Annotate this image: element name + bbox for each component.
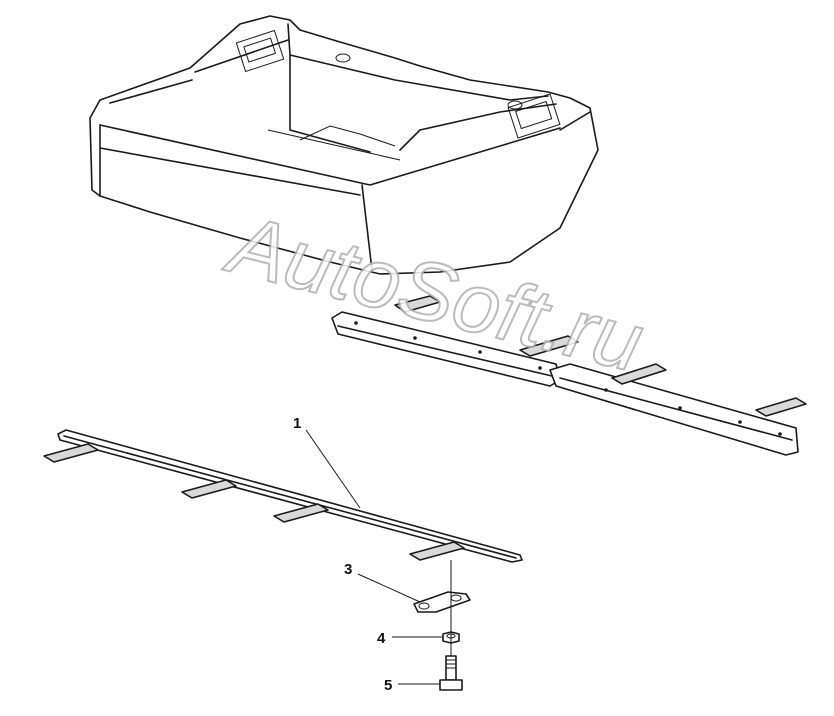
- part-5-bolt: [439, 655, 463, 691]
- leader-line-1: [305, 429, 361, 509]
- part-3-clamp-plate: [413, 591, 471, 613]
- right-frame-bar: [331, 295, 807, 456]
- leader-line-3: [357, 573, 421, 603]
- seat-cushion: [89, 15, 599, 275]
- callout-3: 3: [344, 561, 352, 578]
- left-frame-bar: [43, 429, 523, 563]
- callout-1: 1: [293, 415, 301, 432]
- callout-5: 5: [384, 677, 392, 694]
- callout-4: 4: [377, 630, 386, 647]
